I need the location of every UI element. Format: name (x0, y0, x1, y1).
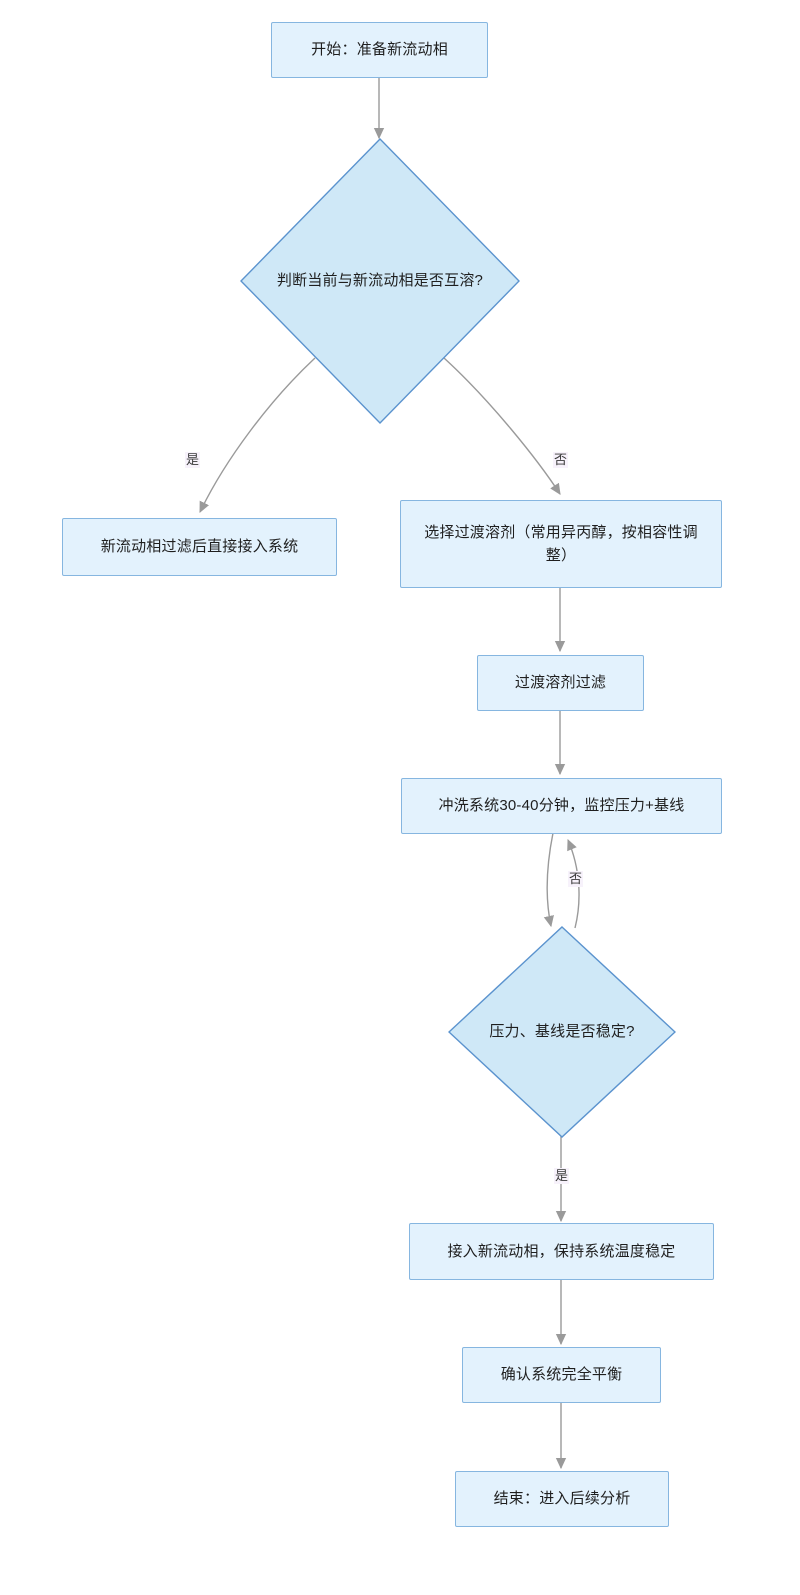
node-choose-solvent[interactable]: 选择过渡溶剂（常用异丙醇，按相容性调整） (400, 500, 722, 588)
decision-diamond-shape (240, 138, 520, 424)
edge-label-miscible-no: 否 (553, 452, 569, 468)
node-direct-connect[interactable]: 新流动相过滤后直接接入系统 (62, 518, 337, 576)
node-connect-new-phase[interactable]: 接入新流动相，保持系统温度稳定 (409, 1223, 714, 1280)
node-decision-miscible-label: 判断当前与新流动相是否互溶? (276, 272, 484, 290)
node-decision-miscible[interactable]: 判断当前与新流动相是否互溶? (240, 138, 520, 424)
decision-diamond-shape (448, 926, 676, 1138)
node-decision-stable-label: 压力、基线是否稳定? (489, 1023, 635, 1041)
edge-label-stable-no: 否 (568, 871, 584, 887)
node-start-label: 开始：准备新流动相 (311, 41, 448, 59)
node-end-label: 结束：进入后续分析 (493, 1490, 631, 1508)
node-filter-solvent-label: 过渡溶剂过滤 (514, 674, 607, 692)
node-connect-new-phase-label: 接入新流动相，保持系统温度稳定 (447, 1242, 676, 1260)
node-start[interactable]: 开始：准备新流动相 (271, 22, 488, 78)
edge-label-stable-yes: 是 (554, 1168, 570, 1184)
node-choose-solvent-label: 选择过渡溶剂（常用异丙醇，按相容性调整） (424, 523, 698, 564)
node-end[interactable]: 结束：进入后续分析 (455, 1471, 669, 1527)
edge-flush-to-decision-stable (543, 832, 554, 928)
node-confirm-equilibrium-label: 确认系统完全平衡 (500, 1366, 623, 1384)
node-confirm-equilibrium[interactable]: 确认系统完全平衡 (462, 1347, 661, 1403)
node-direct-connect-label: 新流动相过滤后直接接入系统 (100, 538, 299, 556)
node-filter-solvent[interactable]: 过渡溶剂过滤 (477, 655, 644, 711)
node-decision-stable[interactable]: 压力、基线是否稳定? (448, 926, 676, 1138)
node-flush-system-label: 冲洗系统30-40分钟，监控压力+基线 (438, 797, 685, 815)
edge-label-miscible-yes: 是 (185, 452, 201, 468)
node-flush-system[interactable]: 冲洗系统30-40分钟，监控压力+基线 (401, 778, 722, 834)
